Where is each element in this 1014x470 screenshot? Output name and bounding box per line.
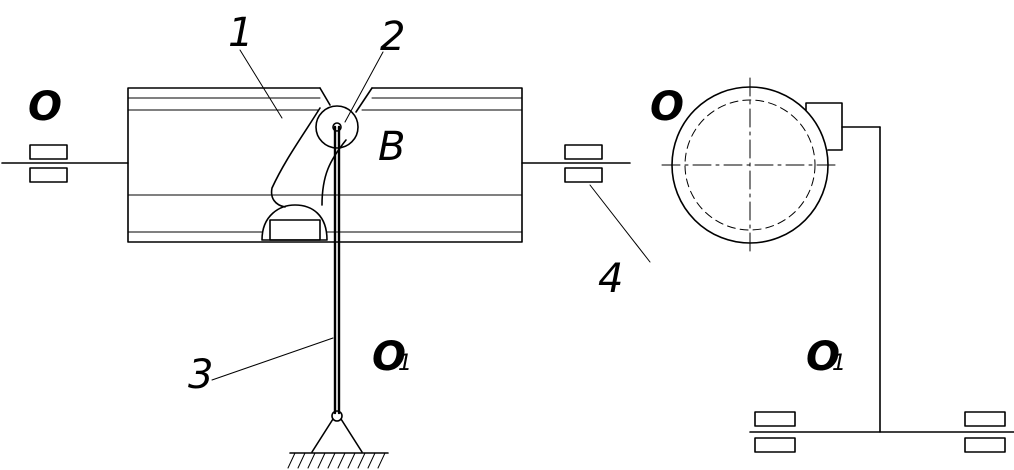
front-view: O 1 2 B 3 O 1 4 <box>1 10 651 469</box>
leader-4 <box>589 184 651 263</box>
follower-block <box>805 102 843 151</box>
label-axis-o1-right-sub: 1 <box>832 351 846 376</box>
label-point-b: B <box>378 124 405 170</box>
bearing-output-right <box>964 411 1006 453</box>
cam-cylinder <box>127 87 523 243</box>
label-part-3: 3 <box>188 352 213 398</box>
bearing-right <box>564 144 603 183</box>
label-axis-o1-left-sub: 1 <box>398 351 412 376</box>
label-part-2: 2 <box>380 14 405 60</box>
pusher-rod <box>333 125 341 415</box>
drum-pitch-circle <box>684 99 816 231</box>
leader-3 <box>211 337 334 381</box>
bearing-left <box>29 144 68 183</box>
side-view: O O 1 <box>650 77 1014 453</box>
label-axis-o1-right: O <box>806 334 840 380</box>
leader-2 <box>344 51 384 123</box>
label-axis-o1-left: O <box>372 334 406 380</box>
roller <box>315 105 359 149</box>
pivot-support <box>287 410 389 469</box>
leader-1 <box>239 49 283 119</box>
label-axis-o-right: O <box>650 84 684 130</box>
label-axis-o-left: O <box>28 84 62 130</box>
label-part-1: 1 <box>228 10 253 56</box>
bearing-output-left <box>754 411 796 453</box>
label-part-4: 4 <box>598 256 623 302</box>
